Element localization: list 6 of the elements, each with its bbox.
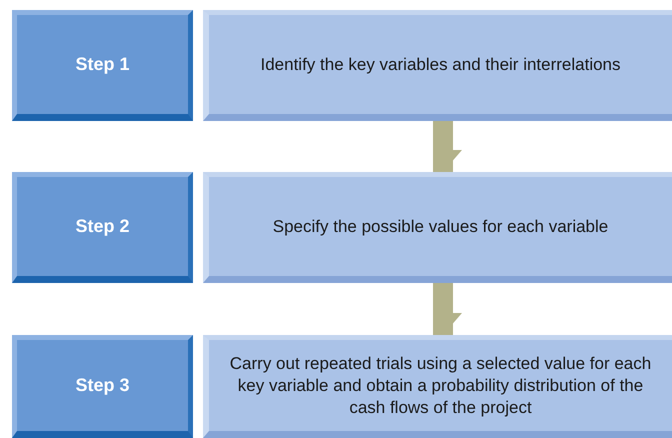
step-box: Step 1 xyxy=(12,10,193,121)
description-box: Carry out repeated trials using a selected value for each key variable and obtain a probability distribution of the cash flows of the project xyxy=(203,335,672,438)
step-box: Step 2 xyxy=(12,172,193,283)
description-box: Identify the key variables and their interrelations xyxy=(203,10,672,121)
step-box: Step 3 xyxy=(12,335,193,438)
description-box: Specify the possible values for each variable xyxy=(203,172,672,283)
